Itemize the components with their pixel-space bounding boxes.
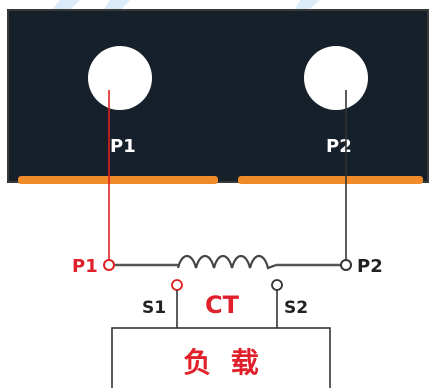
label-s2: S2: [284, 298, 308, 318]
label-s1: S1: [142, 298, 166, 318]
load-label: 负 载: [183, 346, 259, 379]
terminal-s2-circle: [271, 279, 283, 291]
label-ct: CT: [205, 291, 240, 319]
orange-strip-right: [238, 176, 423, 184]
panel-label-p2: P2: [326, 136, 352, 157]
terminal-p1-circle: [103, 259, 115, 271]
terminal-hole-p1: [88, 46, 152, 110]
terminal-hole-p2: [304, 46, 368, 110]
terminal-s1-circle: [171, 279, 183, 291]
panel-label-p1: P1: [110, 136, 136, 157]
label-p2-right: P2: [357, 256, 383, 277]
terminal-panel: [7, 9, 429, 183]
load-box: [111, 327, 331, 388]
terminal-p2-circle: [340, 259, 352, 271]
orange-strip-left: [18, 176, 218, 184]
label-p1-left: P1: [72, 256, 98, 277]
ct-coil: [176, 254, 277, 270]
